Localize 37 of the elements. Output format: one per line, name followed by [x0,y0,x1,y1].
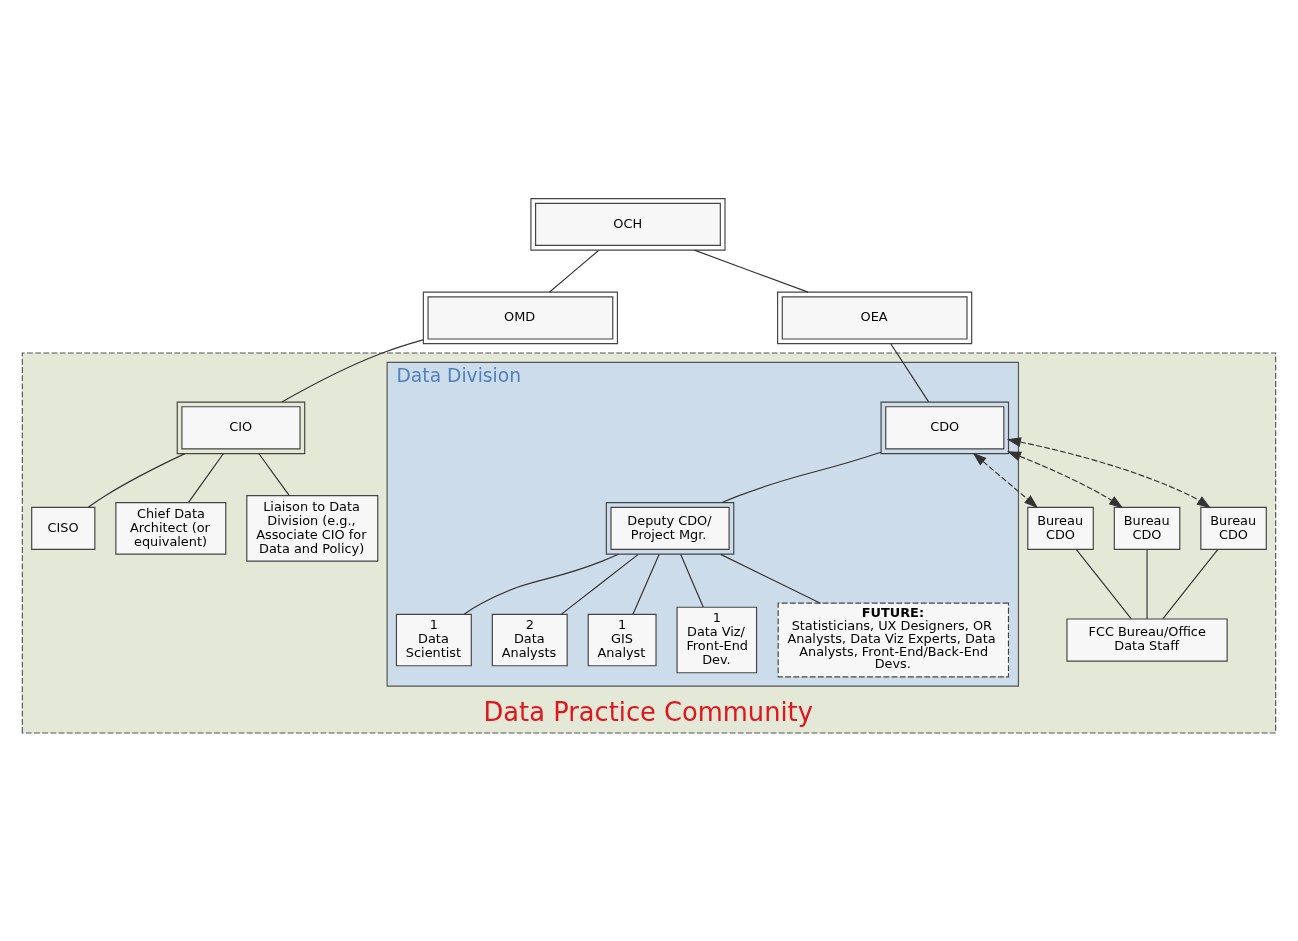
node-box: OEA [777,291,973,345]
connector [1146,549,1148,620]
node-box: CISO [31,506,96,550]
node-box: Deputy CDO/ Project Mgr. [605,502,735,555]
node-box: 1 Data Scientist [395,613,472,667]
node-box: Liaison to Data Division (e.g., Associate CIO for Data and Policy) [246,495,379,562]
connector [1162,549,1219,620]
arrow [1007,451,1124,509]
node-box: FCC Bureau/Office Data Staff [1066,618,1228,662]
connector [187,453,224,503]
node-box: OMD [422,291,618,345]
connector [721,451,882,504]
node-box: FUTURE: Statisticians, UX Designers, OR Analysts, Data Viz Experts, Data Analysts, Front-End/Back-End Devs. [777,602,1010,678]
connector [560,553,639,615]
connector [1075,549,1132,620]
node-box: Bureau CDO [1113,506,1181,550]
connector [680,553,704,608]
arrow [972,452,1039,509]
node-box: 1 GIS Analyst [587,613,657,667]
arrow [1006,437,1211,509]
node-box: Bureau CDO [1200,506,1267,550]
connector [693,249,809,293]
node-box: 1 Data Viz/ Front-End Dev. [676,606,758,674]
node-box: Chief Data Architect (or equivalent) [115,502,227,555]
node-box: Bureau CDO [1027,506,1094,550]
node-box: OCH [530,198,726,251]
connector [720,553,821,604]
node-box: CIO [176,401,306,455]
node-box: 2 Data Analysts [491,613,568,667]
connector [890,343,930,403]
connector [87,453,186,508]
connector [632,553,660,615]
connector [281,339,424,403]
connector [258,453,290,496]
connector [548,249,600,293]
node-box: CDO [880,401,1010,455]
connector [463,553,620,615]
